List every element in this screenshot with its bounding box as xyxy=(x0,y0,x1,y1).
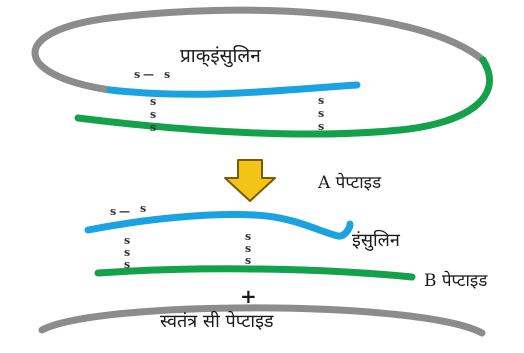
plus-sign: + xyxy=(240,284,257,308)
insulin-disulfide-bonds: s — s s s s s s s xyxy=(110,202,251,271)
bond-dash-label: — xyxy=(143,68,154,81)
proinsulin-label: प्राक्इंसुलिन xyxy=(180,45,261,67)
free-c-peptide-arc xyxy=(38,304,486,337)
bond-s-label: s xyxy=(150,108,156,121)
bond-s-label: s xyxy=(134,68,140,81)
b-chain-loop-arc xyxy=(396,56,493,134)
bond-s-label: s xyxy=(245,230,251,243)
insulin-b-chain xyxy=(94,265,416,281)
c-peptide-loop-arc xyxy=(31,6,487,94)
bond-s-label: s xyxy=(318,107,324,120)
b-peptide-label: B पेप्टाइड xyxy=(424,271,488,291)
bond-s-label: s xyxy=(124,246,130,259)
bond-s-label: s xyxy=(164,68,170,81)
insulin-a-chain xyxy=(84,211,354,240)
bond-s-label: s xyxy=(318,120,324,133)
free-c-peptide-label: स्वतंत्र सी पेप्टाइड xyxy=(160,311,274,332)
bond-s-label: s xyxy=(245,242,251,255)
processing-arrow-icon xyxy=(224,159,276,202)
bond-s-label: s xyxy=(318,94,324,107)
bond-s-label: s xyxy=(124,234,130,247)
proinsulin-a-chain xyxy=(106,81,361,98)
bond-s-label: s xyxy=(124,258,130,271)
bond-dash-label: — xyxy=(119,205,130,218)
bond-s-label: s xyxy=(150,121,156,134)
bond-s-label: s xyxy=(110,205,116,218)
bond-s-label: s xyxy=(245,254,251,267)
bond-s-label: s xyxy=(140,202,146,215)
proinsulin-disulfide-bonds: s — s s s s s s s xyxy=(134,68,324,134)
bond-s-label: s xyxy=(150,95,156,108)
a-peptide-label: A पेप्टाइड xyxy=(318,173,382,193)
proinsulin-b-chain xyxy=(74,114,404,138)
insulin-label: इंसुलिन xyxy=(352,230,400,251)
